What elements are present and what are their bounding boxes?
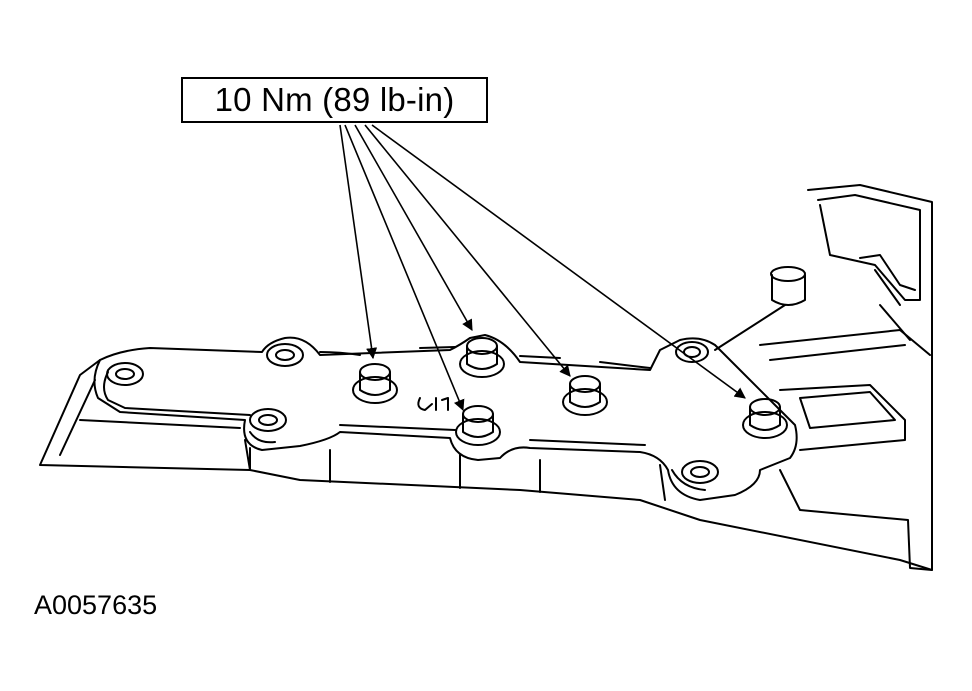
bolt-4 bbox=[455, 405, 501, 446]
locating-pin bbox=[714, 266, 806, 351]
case-inner-wall bbox=[817, 194, 921, 301]
case-ledge bbox=[759, 329, 931, 451]
cover-plate-inner-edge bbox=[103, 371, 706, 491]
case-lower-body bbox=[249, 447, 666, 501]
mounting-holes bbox=[106, 341, 719, 484]
cover-plate-outline bbox=[93, 334, 798, 501]
torque-callout-label: 10 Nm (89 lb-in) bbox=[181, 77, 488, 123]
figure-id-label: A0057635 bbox=[34, 590, 158, 620]
leader-arrow-4 bbox=[364, 124, 571, 377]
bolt-5 bbox=[742, 398, 788, 439]
leader-arrows bbox=[339, 124, 746, 412]
leader-arrow-2 bbox=[344, 124, 465, 412]
leader-arrow-3 bbox=[354, 124, 473, 331]
leader-arrow-5 bbox=[371, 124, 746, 399]
bolt-2 bbox=[459, 337, 505, 378]
transmission-case-outline bbox=[779, 184, 933, 571]
bolt-3 bbox=[562, 375, 608, 416]
case-base-left bbox=[39, 359, 933, 571]
bolt-1 bbox=[352, 363, 398, 404]
case-slot bbox=[799, 391, 896, 429]
leader-arrow-1 bbox=[339, 124, 378, 360]
case-base-inner bbox=[59, 379, 251, 471]
cover-stamp-mark bbox=[417, 397, 449, 411]
case-rib bbox=[859, 254, 916, 341]
